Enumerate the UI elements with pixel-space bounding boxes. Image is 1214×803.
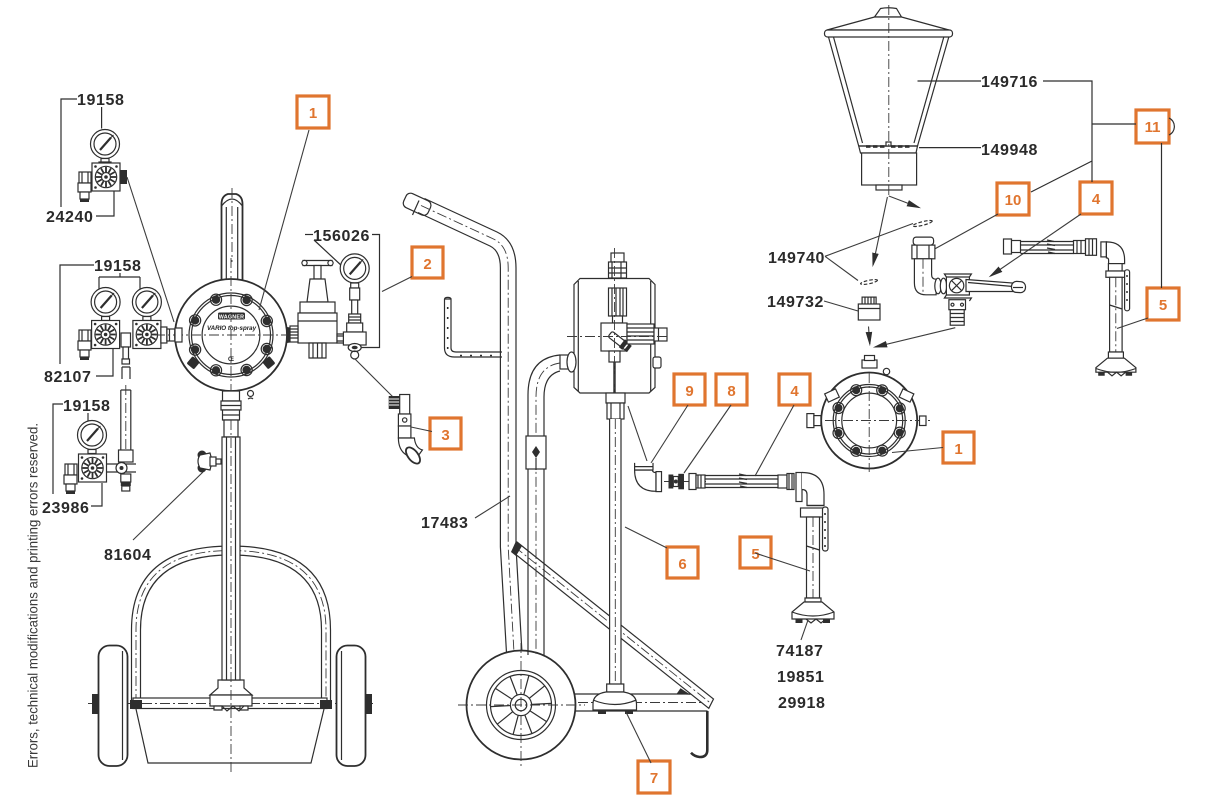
svg-text:17483: 17483 <box>421 515 469 532</box>
svg-text:3: 3 <box>441 427 449 444</box>
svg-text:4: 4 <box>1092 191 1101 208</box>
svg-text:Errors, technical modification: Errors, technical modifications and prin… <box>26 423 41 768</box>
svg-text:19158: 19158 <box>63 398 111 415</box>
svg-text:2: 2 <box>423 256 431 273</box>
svg-text:11: 11 <box>1145 119 1161 136</box>
svg-text:4: 4 <box>790 383 799 400</box>
svg-text:6: 6 <box>678 556 686 573</box>
svg-text:149948: 149948 <box>981 142 1038 159</box>
svg-text:10: 10 <box>1005 192 1022 209</box>
svg-text:Œ: Œ <box>228 357 234 363</box>
svg-text:24240: 24240 <box>46 209 94 226</box>
svg-text:81604: 81604 <box>104 547 152 564</box>
svg-text:1: 1 <box>309 105 317 122</box>
svg-text:5: 5 <box>751 546 759 563</box>
svg-text:74187: 74187 <box>776 643 824 660</box>
svg-text:149716: 149716 <box>981 74 1038 91</box>
svg-text:19158: 19158 <box>77 92 125 109</box>
svg-text:VARIO top-spray: VARIO top-spray <box>207 325 257 332</box>
svg-text:5: 5 <box>1159 297 1167 314</box>
svg-text:1: 1 <box>954 441 962 458</box>
svg-text:82107: 82107 <box>44 369 92 386</box>
svg-text:29918: 29918 <box>778 695 826 712</box>
svg-text:19851: 19851 <box>777 669 825 686</box>
svg-text:9: 9 <box>685 383 693 400</box>
svg-text:23986: 23986 <box>42 500 90 517</box>
svg-text:WAGNER: WAGNER <box>219 314 244 320</box>
svg-text:156026: 156026 <box>313 228 370 245</box>
svg-text:149732: 149732 <box>767 294 824 311</box>
svg-text:8: 8 <box>727 383 735 400</box>
svg-text:7: 7 <box>650 770 658 787</box>
svg-text:19158: 19158 <box>94 258 142 275</box>
svg-text:149740: 149740 <box>768 250 825 267</box>
